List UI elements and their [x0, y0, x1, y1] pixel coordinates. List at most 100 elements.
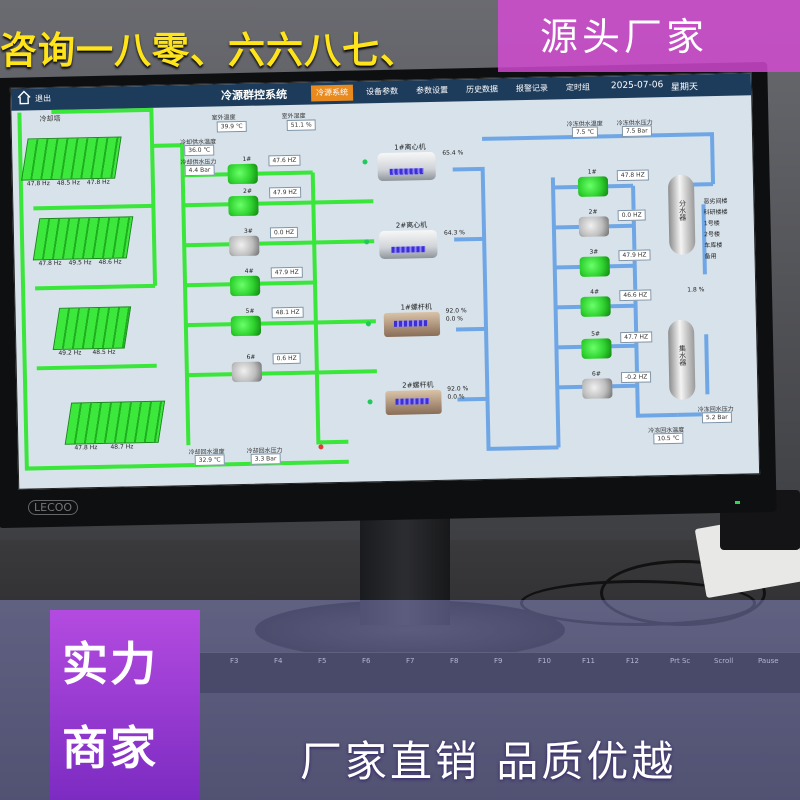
hmi-screen: 退出 冷源群控系统 冷源系统 设备参数 参数设置 历史数据 报警记录 定时组 2… — [9, 72, 761, 490]
chiller-name: 1#离心机 — [394, 143, 426, 152]
power-led — [735, 501, 740, 504]
pump-frequency: 47.9 HZ — [269, 186, 302, 199]
tower-freq: 47.8 Hz — [26, 179, 50, 188]
chiller-name: 1#螺杆机 — [400, 303, 432, 312]
cooling-tower[interactable] — [21, 136, 122, 181]
cooling-water-pump[interactable] — [228, 195, 259, 217]
system-title: 冷源群控系统 — [220, 88, 288, 103]
chilled-water-pump[interactable] — [581, 338, 612, 359]
chiller-load-2: 0.0 % — [445, 315, 464, 323]
tab-alarms[interactable]: 报警记录 — [515, 83, 549, 94]
keyboard-key: F9 — [494, 657, 503, 665]
outdoor-humidity-value: 51.1 % — [286, 119, 316, 132]
cooling-tower[interactable] — [32, 216, 134, 261]
tower-freq: 48.5 Hz — [56, 179, 80, 187]
cooling-tower-label: 冷却塔 — [39, 114, 61, 124]
chilled-water-pump[interactable] — [578, 216, 610, 237]
branch-label: 1号楼 — [703, 219, 720, 228]
cooling-tower[interactable] — [64, 400, 166, 445]
chilled-water-pump[interactable] — [580, 296, 611, 317]
pump-name: 5# — [591, 330, 601, 338]
chiller-name: 2#离心机 — [395, 221, 428, 230]
chw-return-pressure-value: 5.2 Bar — [701, 411, 732, 424]
centrifugal-chiller[interactable] — [378, 229, 438, 260]
chiller-load-2: 0.0 % — [447, 393, 465, 401]
status-indicator — [364, 239, 370, 245]
chw-supply-temp-value: 7.5 ℃ — [571, 126, 599, 139]
keyboard-key: Pause — [758, 657, 779, 665]
pump-frequency: 0.6 HZ — [272, 352, 301, 365]
keyboard-key: F12 — [626, 657, 639, 665]
chilled-water-pump[interactable] — [577, 176, 609, 197]
cooling-water-pump[interactable] — [227, 163, 258, 185]
chilled-water-pump[interactable] — [582, 378, 613, 399]
weekday-display: 星期天 — [670, 82, 699, 93]
monitor-brand-logo: LECOO — [28, 500, 79, 515]
supply-manifold-label: 分水器 — [678, 199, 687, 221]
promo-badge-line1: 实力 — [62, 637, 158, 691]
home-icon[interactable] — [17, 90, 31, 105]
tower-freq: 48.6 Hz — [98, 258, 122, 266]
monitor-stand-neck — [360, 505, 450, 625]
chiller-load: 65.4 % — [442, 149, 464, 157]
tower-freq: 49.2 Hz — [58, 349, 82, 357]
hmi-topbar: 退出 冷源群控系统 冷源系统 设备参数 参数设置 历史数据 报警记录 定时组 2… — [10, 73, 752, 111]
return-manifold-label: 集水器 — [678, 344, 687, 366]
branch-label: 备用 — [704, 253, 717, 261]
pump-frequency: 47.8 HZ — [616, 169, 649, 182]
keyboard-key: Prt Sc — [670, 657, 691, 665]
cable — [520, 580, 756, 626]
cooling-water-pump[interactable] — [229, 235, 260, 257]
keyboard-key: F5 — [318, 657, 327, 665]
tab-equipment-params[interactable]: 设备参数 — [365, 86, 399, 97]
tab-timer[interactable]: 定时组 — [565, 82, 591, 93]
cw-supply-temp-value: 36.0 ℃ — [184, 144, 215, 157]
keyboard-key: F10 — [538, 657, 551, 665]
screw-chiller[interactable] — [383, 311, 441, 338]
tab-cold-source[interactable]: 冷源系统 — [310, 84, 354, 102]
pump-name: 2# — [588, 208, 598, 216]
pump-frequency: 46.6 HZ — [619, 289, 652, 302]
pump-name: 6# — [246, 353, 256, 361]
pump-name: 6# — [591, 370, 601, 378]
status-indicator — [362, 159, 368, 165]
pump-name: 3# — [243, 227, 253, 235]
pump-name: 4# — [244, 267, 254, 275]
cooling-water-pump[interactable] — [229, 275, 261, 297]
chilled-water-pump[interactable] — [579, 256, 610, 277]
pump-name: 1# — [587, 168, 597, 176]
tower-freq: 47.8 Hz — [86, 178, 110, 187]
pump-name: 3# — [589, 248, 599, 256]
promo-phone-text: 咨询一八零、六六八七、 — [0, 29, 418, 72]
pump-name: 1# — [242, 155, 252, 163]
centrifugal-chiller[interactable] — [377, 151, 436, 182]
pump-frequency: 47.6 HZ — [268, 154, 301, 167]
cw-supply-pressure-value: 4.4 Bar — [184, 164, 215, 177]
screw-chiller[interactable] — [385, 389, 442, 416]
keyboard-key: F8 — [450, 657, 459, 665]
pump-frequency: 47.7 HZ — [620, 331, 653, 344]
pump-frequency: 47.9 HZ — [270, 266, 303, 279]
pump-name: 5# — [245, 307, 255, 315]
keyboard-key: F7 — [406, 657, 415, 665]
tab-history[interactable]: 历史数据 — [465, 84, 499, 95]
keyboard-key: F4 — [274, 657, 283, 665]
cooling-tower[interactable] — [52, 306, 132, 350]
chiller-load: 92.0 % — [445, 307, 467, 315]
alarm-indicator — [318, 444, 324, 450]
promo-slogan: 厂家直销 品质优越 — [300, 737, 677, 786]
exit-button[interactable]: 退出 — [35, 93, 52, 104]
promo-badge — [50, 610, 200, 800]
tab-param-settings[interactable]: 参数设置 — [415, 85, 449, 96]
cooling-water-pump[interactable] — [231, 361, 263, 383]
tower-freq: 47.8 Hz — [74, 444, 98, 452]
chw-supply-pressure-value: 7.5 Bar — [621, 125, 652, 138]
pump-frequency: 0.0 HZ — [617, 209, 646, 222]
chiller-name: 2#螺杆机 — [402, 381, 434, 390]
promo-banner — [498, 0, 800, 72]
chiller-load: 64.3 % — [443, 229, 466, 237]
bypass-percent: 1.8 % — [687, 286, 705, 294]
date-display: 2025-07-06 — [610, 80, 664, 92]
cooling-water-pump[interactable] — [230, 315, 262, 337]
